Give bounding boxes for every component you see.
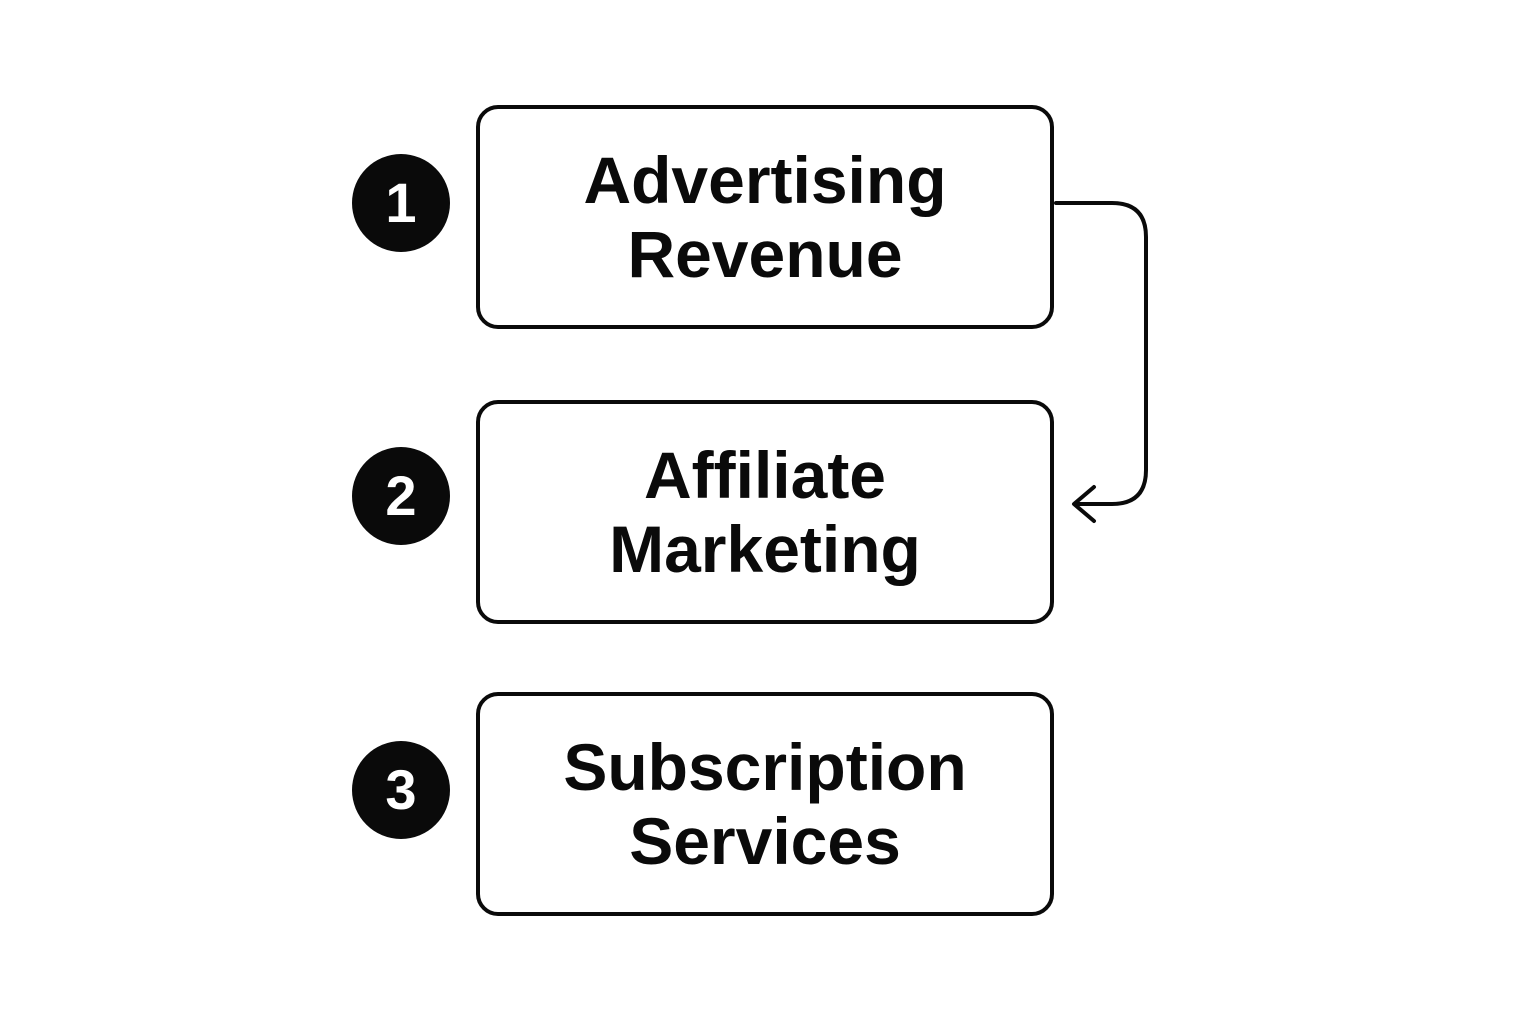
step-1-title-line-1: Advertising <box>583 143 947 217</box>
step-3-title-line-2: Services <box>629 804 901 878</box>
step-2-number-badge: 2 <box>352 447 450 545</box>
step-1-title-line-2: Revenue <box>627 217 903 291</box>
connector-path <box>1054 201 1148 506</box>
step-1-number: 1 <box>385 171 417 234</box>
step-3-number: 3 <box>385 758 417 821</box>
arrowhead-icon <box>1072 485 1096 523</box>
step-1-box: Advertising Revenue <box>476 105 1054 329</box>
step-2-number: 2 <box>385 464 417 527</box>
step-3-number-badge: 3 <box>352 741 450 839</box>
step-2-title-line-2: Marketing <box>609 512 921 586</box>
step-2-box: Affiliate Marketing <box>476 400 1054 624</box>
step-3-title-line-1: Subscription <box>563 730 967 804</box>
step-2-title-line-1: Affiliate <box>643 438 887 512</box>
step-1-number-badge: 1 <box>352 154 450 252</box>
step-3-box: Subscription Services <box>476 692 1054 916</box>
